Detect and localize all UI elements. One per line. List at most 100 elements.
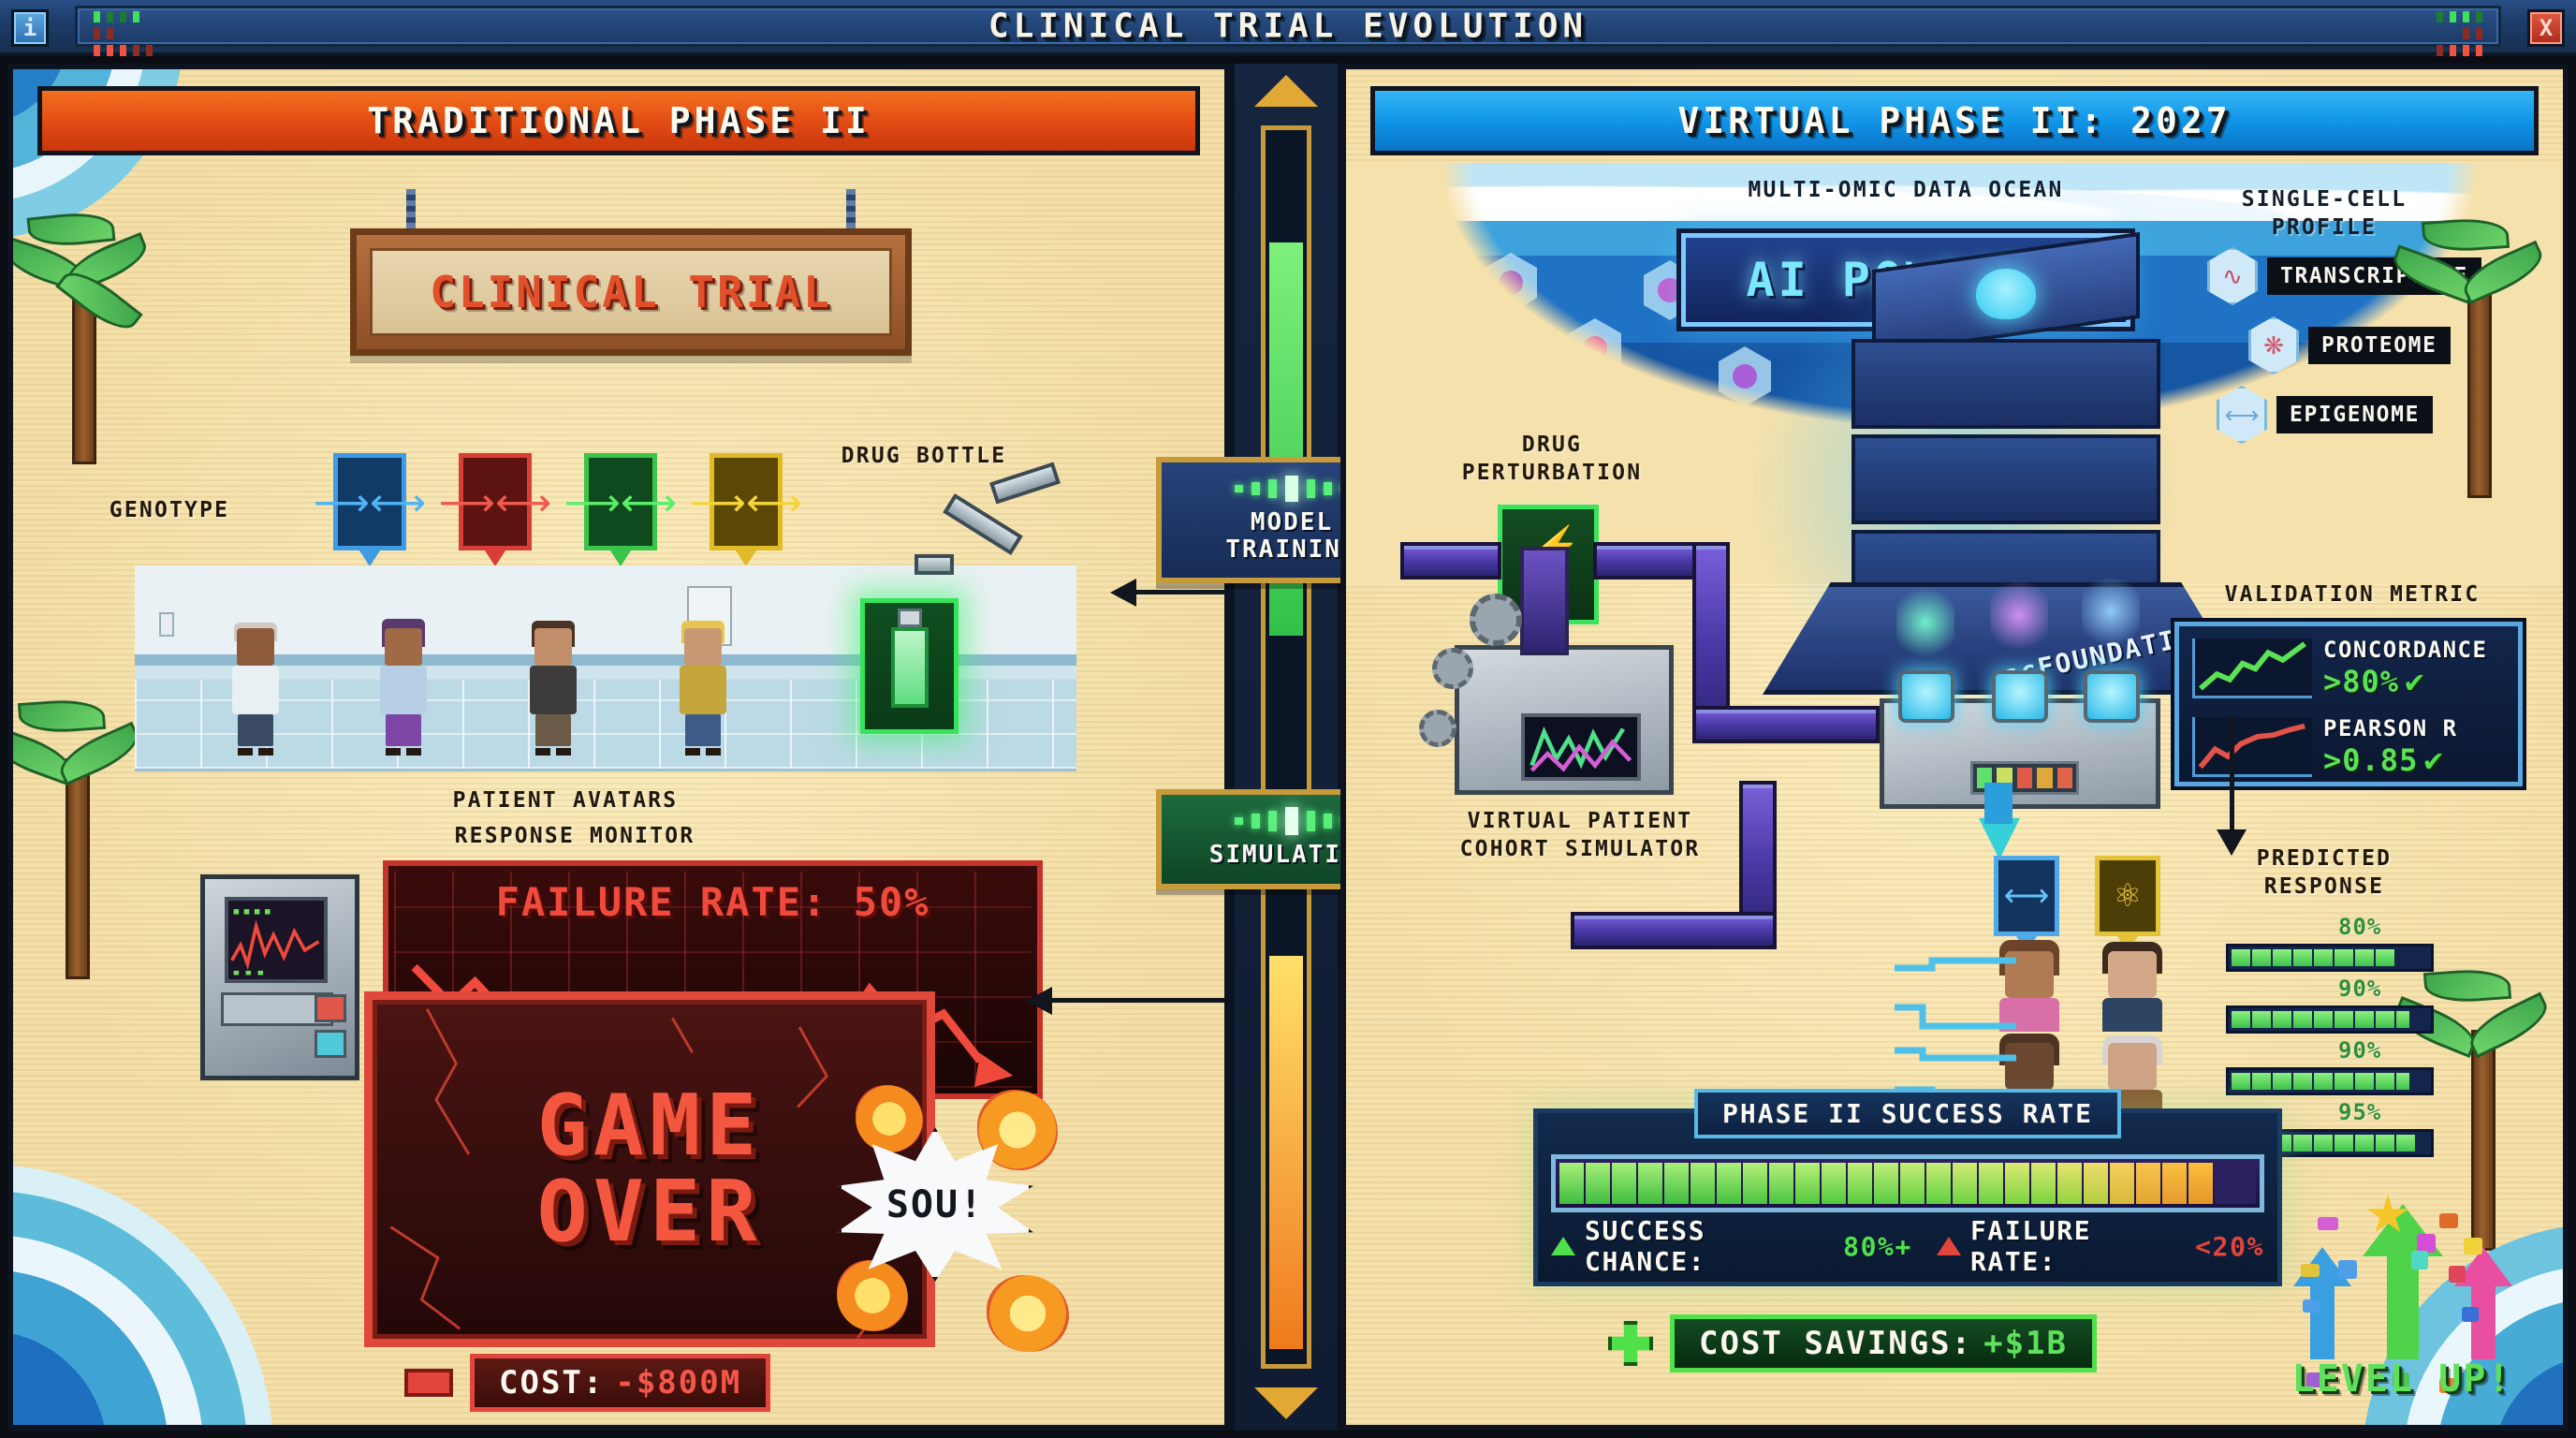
avatar-shoe: [706, 748, 721, 756]
led: [2476, 11, 2482, 22]
validation-connector-arrow: [2217, 829, 2247, 856]
bar-cell: [1612, 1163, 1636, 1204]
led: [133, 45, 139, 56]
palm-trunk: [66, 758, 90, 979]
avatar-head: [684, 628, 722, 666]
led: [120, 45, 126, 56]
response-pct-2: 90%: [2338, 976, 2382, 1002]
failure-rate-readout: FAILURE RATE: 50%: [495, 879, 930, 925]
avatar-head: [2005, 1043, 2054, 1090]
bar-cell: [2084, 1163, 2108, 1204]
led: [2437, 11, 2443, 22]
confetti: [2449, 1266, 2466, 1283]
drug-bottle-label: DRUG BOTTLE: [841, 444, 1007, 468]
close-button[interactable]: X: [2527, 9, 2565, 47]
led: [146, 45, 153, 56]
marker-badge-molecule[interactable]: ⚛: [2095, 856, 2160, 936]
led: [133, 11, 139, 22]
bar-cell: [2110, 1163, 2134, 1204]
failure-rate-value: <20%: [2195, 1230, 2264, 1262]
led-indicators-left: [94, 11, 153, 56]
concordance-values: CONCORDANCE >80%✔: [2323, 637, 2487, 700]
omic-chip-proteome[interactable]: ❋ PROTEOME: [2248, 316, 2451, 374]
success-rate-bar: [1551, 1154, 2264, 1212]
virtual-patient-avatar-2[interactable]: [2095, 942, 2170, 1032]
avatar-head: [385, 628, 422, 666]
patient-avatar-2[interactable]: [376, 619, 431, 756]
patient-avatar-4[interactable]: [676, 621, 730, 756]
confetti: [2306, 1372, 2325, 1387]
predicted-response-label-2: RESPONSE: [2263, 874, 2385, 899]
water-bottom-left: [13, 1153, 303, 1425]
culture-vial: [2084, 670, 2140, 723]
info-button[interactable]: i: [11, 9, 49, 47]
omic-chip-epigenome[interactable]: ⟷ EPIGENOME: [2217, 386, 2434, 444]
dna-blue-icon: ⟶⟷: [313, 479, 427, 524]
led: [2463, 11, 2469, 22]
connector-line-monitor: [1052, 998, 1224, 1003]
avatar-shoe: [258, 748, 273, 756]
genotype-badge-green[interactable]: ⟶⟷: [564, 453, 677, 550]
single-cell-profile-label-1: SINGLE-CELL: [2241, 187, 2408, 212]
failure-rate-stat: FAILURE RATE: <20%: [1936, 1215, 2264, 1277]
level-up-label: LEVEL UP!: [2291, 1357, 2512, 1401]
pearson-name: PEARSON R: [2323, 715, 2458, 741]
drug-perturbation-label-2: PERTURBATION: [1461, 461, 1643, 485]
virtual-patient-avatar-1[interactable]: [1992, 940, 2067, 1032]
patient-avatar-3[interactable]: [526, 621, 580, 756]
avatar-shoe: [685, 748, 700, 756]
drug-bottle-pad[interactable]: [860, 598, 959, 734]
gear-icon: [1419, 710, 1456, 747]
level-up-group: LEVEL UP!: [2261, 1180, 2542, 1414]
hex-molecule-icon: [1400, 303, 1453, 363]
led-group-dim: [94, 28, 153, 39]
response-bar-3: [2226, 1067, 2434, 1095]
up-arrow-green-icon: [2363, 1204, 2443, 1359]
avatar-legs: [386, 714, 421, 746]
bar-cell: [1743, 1163, 1767, 1204]
down-arrow-icon[interactable]: [1254, 1387, 1318, 1419]
hex-molecule-icon: [1486, 367, 1539, 427]
marker-badge-dna[interactable]: ⟷: [1994, 856, 2059, 936]
pipe-inlet: [1400, 542, 1501, 580]
clinical-trial-sign-face: CLINICAL TRIAL: [370, 248, 892, 336]
window-title: CLINICAL TRIAL EVOLUTION: [988, 7, 1588, 46]
bar-cell-empty: [2215, 1163, 2256, 1204]
dna-helix-icon: ⟷: [2217, 386, 2267, 444]
cost-label: COST:: [499, 1364, 605, 1401]
genotype-badge-yellow[interactable]: ⟶⟷: [690, 453, 802, 550]
protein-cluster-icon: ❋: [2248, 316, 2299, 374]
bar-cell: [1979, 1163, 2003, 1204]
omic-chip-transcriptome[interactable]: ∿ TRANSCRIPTOME: [2207, 247, 2481, 305]
traditional-phase-panel: TRADITIONAL PHASE II CLINICAL TRIAL GENO…: [7, 64, 1230, 1431]
bar-cell: [1664, 1163, 1689, 1204]
avatar-head: [237, 628, 274, 666]
burst-label: SOU!: [886, 1182, 985, 1226]
up-arrow-icon[interactable]: [1254, 75, 1318, 107]
genotype-badge-red[interactable]: ⟶⟷: [439, 453, 551, 550]
tower-ecg-icon: [230, 909, 320, 976]
dna-red-icon: ⟶⟷: [438, 479, 552, 524]
progress-fill-amber: [1269, 956, 1303, 1349]
led-indicators-right: [2437, 11, 2482, 56]
avatar-head: [534, 628, 572, 666]
led: [2437, 45, 2443, 56]
game-over-line-1: GAME: [536, 1077, 763, 1176]
led-group-red: [2437, 45, 2482, 56]
avatar-shoe: [386, 748, 401, 756]
virtual-phase-panel: VIRTUAL PHASE II: 2027 MULTI-OMIC DATA O…: [1340, 64, 2569, 1431]
genotype-badge-blue[interactable]: ⟶⟷: [314, 453, 426, 550]
phase-ii-success-panel: PHASE II SUCCESS RATE: [1533, 1089, 2282, 1286]
bar-cell: [1874, 1163, 1898, 1204]
flow-arrow-stem: [1984, 783, 2012, 824]
patient-avatar-1[interactable]: [228, 623, 283, 756]
avatar-shoe: [556, 748, 571, 756]
model-training-line-1: MODEL: [1250, 508, 1334, 536]
up-arrow-pink-icon: [2454, 1247, 2512, 1359]
server-tier: [1852, 434, 2160, 524]
cost-box: COST: -$800M: [470, 1354, 771, 1412]
response-pct-3: 90%: [2338, 1037, 2382, 1064]
avatar-body: [2102, 998, 2162, 1032]
bar-cell: [2162, 1163, 2187, 1204]
cohort-simulator-label-1: VIRTUAL PATIENT: [1467, 809, 1693, 833]
